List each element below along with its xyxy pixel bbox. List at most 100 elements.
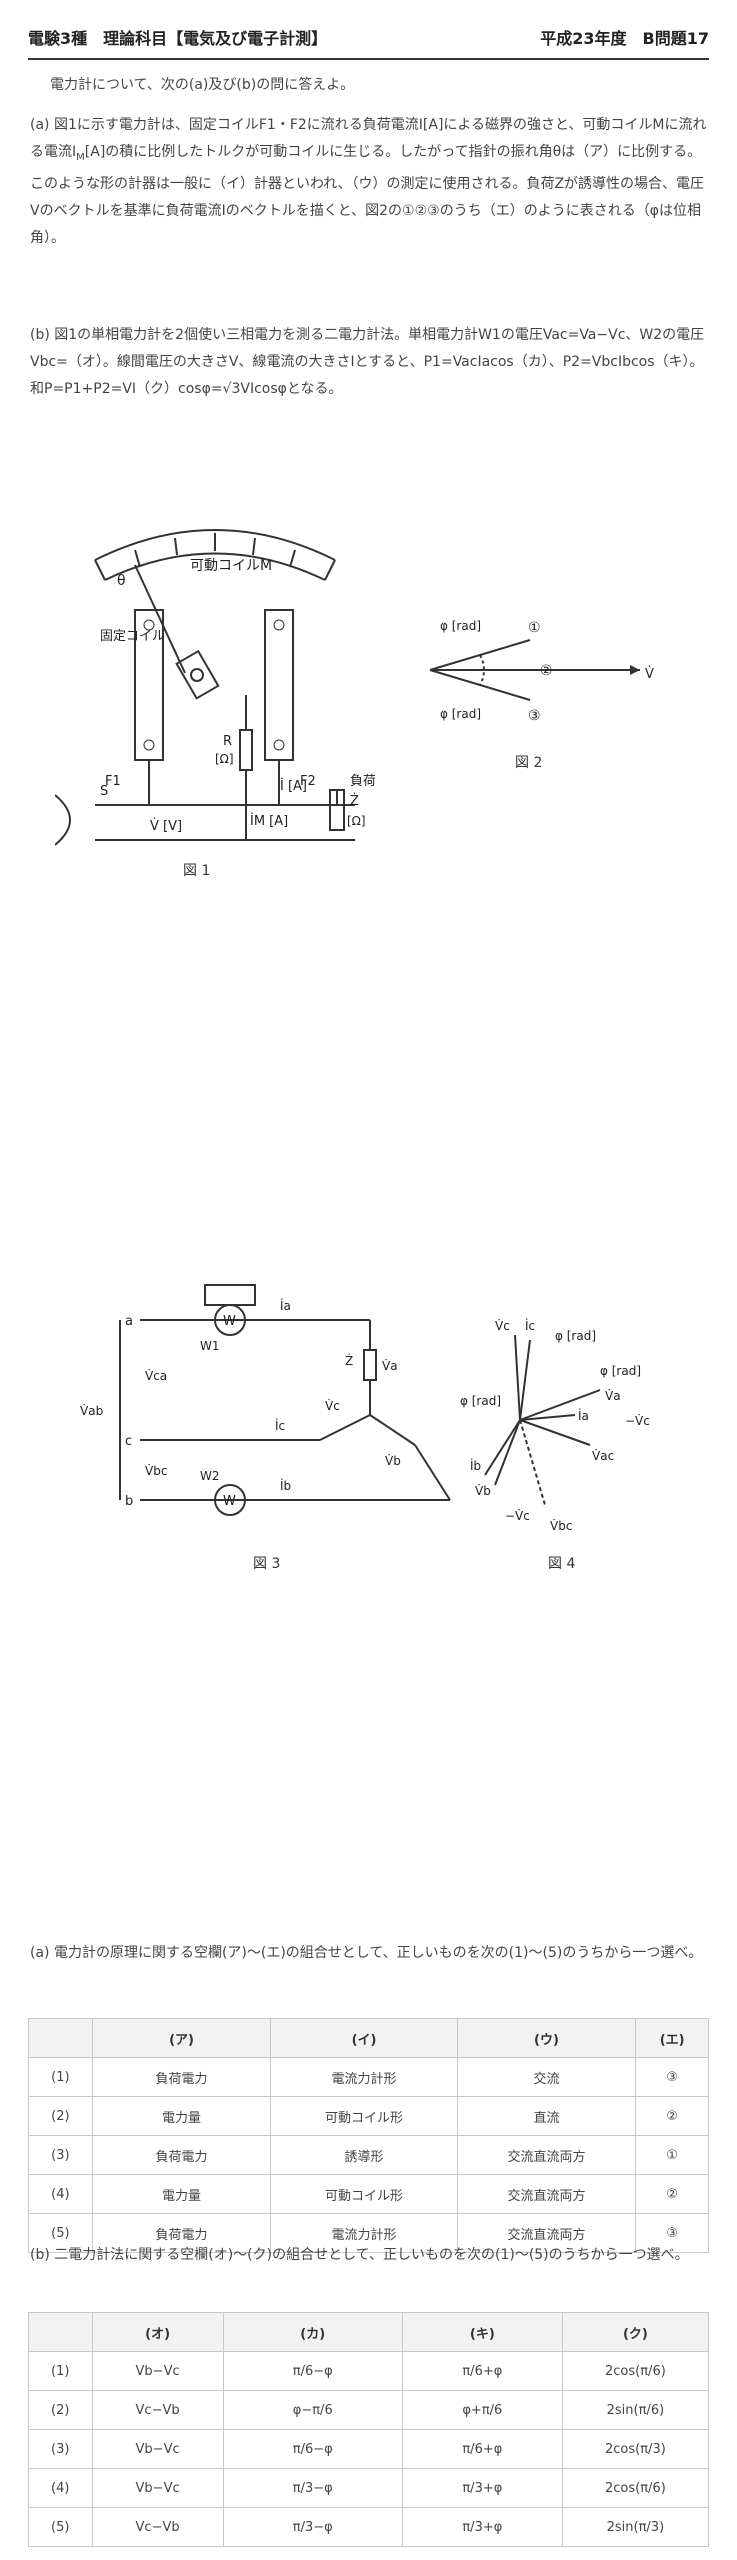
label-minus-vc: −V̇c [625,1414,650,1428]
label-node-c: c [125,1434,132,1449]
table-header-cell [28,2018,93,2058]
table-cell: (2) [28,2096,93,2136]
table-cell: (5) [28,2213,93,2253]
label-i: İ [A] [280,778,307,794]
figure-4-vectors: V̇c İc φ [rad] φ [rad] φ [rad] V̇a İa −V… [460,1318,650,1533]
label-minus-vc-2: −V̇c [505,1509,530,1523]
label-s: S [100,784,108,799]
label-phi-bottom: φ [rad] [440,707,481,721]
table-cell: π/6−φ [222,2429,403,2469]
label-im: İM [A] [250,813,288,829]
label-ic: İc [525,1318,535,1333]
label-vector-2: ② [540,663,553,679]
label-va: V̇a [382,1359,398,1373]
caption-figure-3: 図 3 [253,1556,281,1572]
table-cell: 誘導形 [270,2135,458,2175]
label-vector-3: ③ [528,708,541,724]
table-cell: π/6−φ [222,2351,403,2391]
exam-title: 電験3種 理論科目【電気及び電子計測】 [28,29,328,48]
table-cell: φ+π/6 [401,2390,563,2430]
table-cell: 負荷電力 [91,2135,272,2175]
table-cell: ① [635,2135,709,2175]
label-w1: W1 [200,1339,220,1353]
label-vb: V̇b [385,1454,401,1468]
table-header-row: (オ)(カ)(キ)(ク) [28,2312,710,2352]
figure-3-three-phase: a b c W W W1 W2 V̇ab V̇ca V̇bc İa İb İc … [80,1284,451,1516]
table-cell: π/6+φ [401,2429,563,2469]
label-node-a: a [125,1314,133,1329]
label-va: V̇a [605,1389,621,1403]
exam-year: 平成23年度 B問題17 [540,29,709,48]
table-header-row: (ア)(イ)(ウ)(エ) [28,2018,709,2058]
paragraph-b: (b) 図1の単相電力計を2個使い三相電力を測る二電力計法。単相電力計W1の電圧… [30,327,705,397]
table-cell: ② [635,2174,709,2214]
label-phi-1: φ [rad] [555,1329,596,1343]
table-cell: 2cos(π/3) [561,2429,710,2469]
label-vbc: V̇bc [550,1519,572,1533]
table-header-cell [28,2312,93,2352]
table-cell: ③ [635,2213,709,2253]
label-r: R [223,734,232,749]
label-phi-top: φ [rad] [440,619,481,633]
label-node-b: b [125,1494,133,1509]
label-zohm: [Ω] [347,814,366,828]
figure-2-phasor: φ [rad] φ [rad] ① ② ③ V̇ [429,619,654,724]
table-cell: π/3+φ [401,2468,563,2508]
caption-figure-2: 図 2 [515,755,543,771]
page-header: 電験3種 理論科目【電気及び電子計測】 平成23年度 B問題17 [28,16,709,60]
table-cell: 直流 [456,2096,637,2136]
label-theta: θ [117,573,126,589]
table-cell: 2sin(π/6) [561,2390,710,2430]
table-cell: (3) [28,2429,93,2469]
label-w-top: W [223,1314,236,1329]
label-v: V̇ [V] [150,819,182,834]
table-cell: π/3+φ [401,2507,563,2547]
table-cell: ③ [635,2057,709,2097]
table-cell: Vb−Vc [91,2429,224,2469]
label-f1: F1 [105,774,121,789]
label-ic: İc [275,1418,285,1433]
table-cell: 負荷電力 [91,2057,272,2097]
table-cell: π/3−φ [222,2468,403,2508]
label-fixed-coil: 固定コイル [100,629,165,644]
table-cell: 交流直流両方 [456,2135,637,2175]
table-cell: Vc−Vb [91,2507,224,2547]
caption-figure-1: 図 1 [183,863,211,879]
intro-text: 電力計について、次の(a)及び(b)の問に答えよ。 [50,77,355,93]
label-w2: W2 [200,1469,220,1483]
figure-1-wattmeter: 可動コイルM θ 固定コイル F1 F2 R [Ω] S V̇ [V] İ [A… [55,529,375,846]
table-cell: 交流直流両方 [456,2174,637,2214]
label-phi-3: φ [rad] [460,1394,501,1408]
label-vc: V̇c [495,1319,510,1333]
label-vc: V̇c [325,1399,340,1413]
table-cell: 交流直流両方 [456,2213,637,2253]
paragraph-a: (a) 図1に示す電力計は、固定コイルF1・F2に流れる負荷電流I[A]による磁… [30,117,707,246]
table-cell: 電力量 [91,2096,272,2136]
label-vector-1: ① [528,620,541,636]
label-z: Ż [350,793,359,809]
table-cell: (3) [28,2135,93,2175]
label-z: Ż [345,1353,353,1368]
table-header-cell: (キ) [401,2312,563,2352]
label-phi-2: φ [rad] [600,1364,641,1378]
table-cell: 電流力計形 [270,2213,458,2253]
table-cell: (1) [28,2057,93,2097]
table-cell: 2cos(π/6) [561,2468,710,2508]
table-cell: π/3−φ [222,2507,403,2547]
caption-figure-4: 図 4 [548,1556,576,1572]
question-a: (a) 電力計の原理に関する空欄(ア)〜(エ)の組合せとして、正しいものを次の(… [30,1945,703,1961]
label-vca: V̇ca [145,1369,167,1383]
table-cell: Vc−Vb [91,2390,224,2430]
table-cell: (1) [28,2351,93,2391]
label-ohm: [Ω] [215,752,234,766]
table-cell: 2cos(π/6) [561,2351,710,2391]
table-header-cell: (ア) [91,2018,272,2058]
table-header-cell: (オ) [91,2312,224,2352]
